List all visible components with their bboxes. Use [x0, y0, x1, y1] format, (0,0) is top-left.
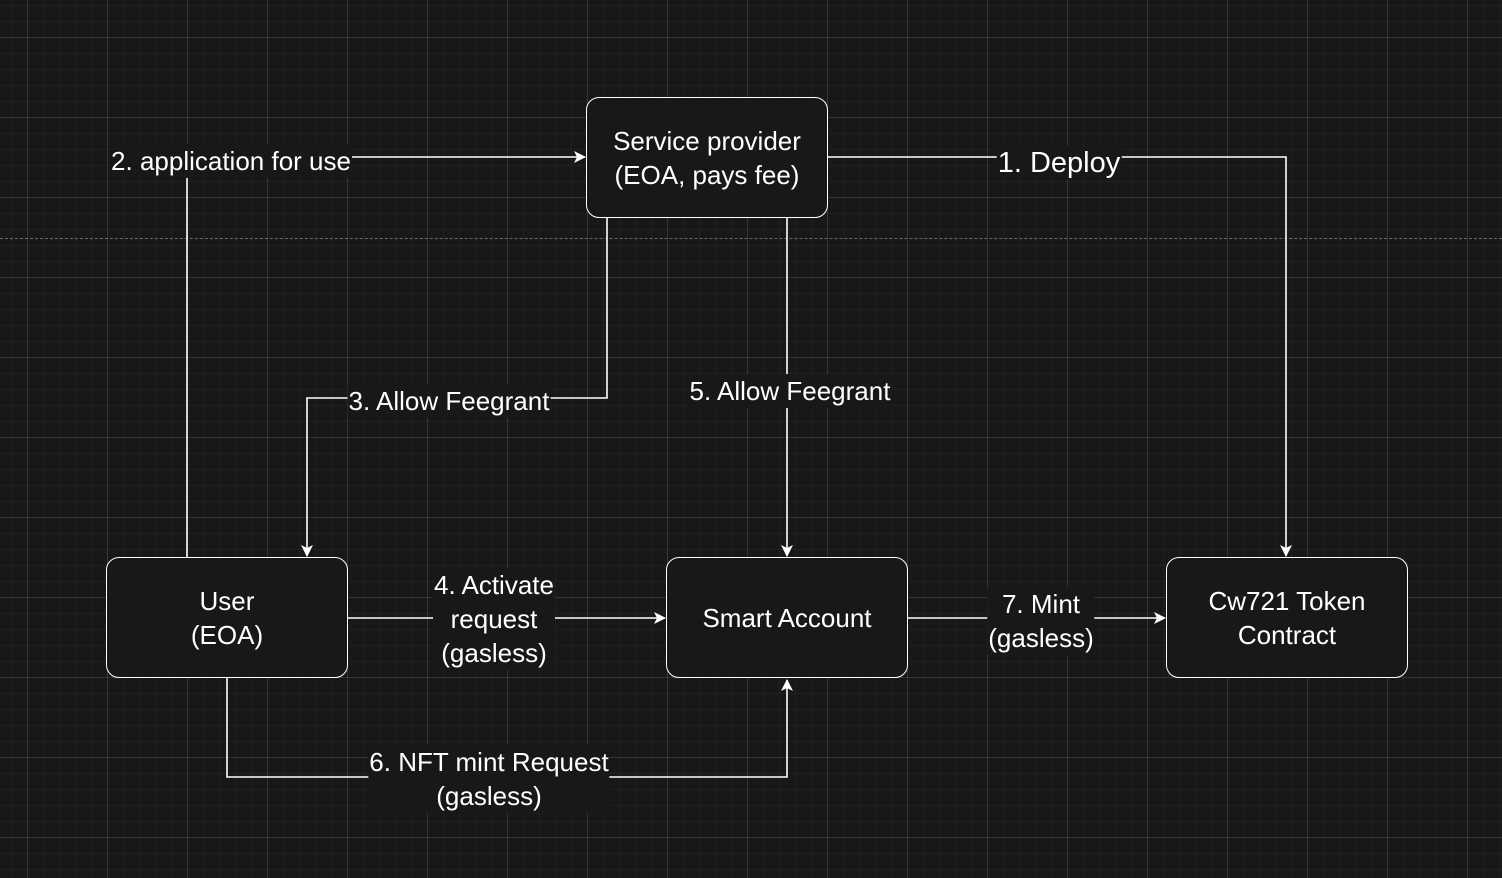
label-allow-feegrant-account: 5. Allow Feegrant: [688, 374, 892, 408]
label-application: 2. application for use: [110, 144, 352, 178]
smart-account-node[interactable]: Smart Account: [666, 557, 908, 678]
edge-application: [186, 151, 586, 557]
user-node[interactable]: User (EOA): [106, 557, 348, 678]
page-break-line: [0, 238, 1502, 239]
label-nft-mint-request: 6. NFT mint Request (gasless): [368, 745, 610, 813]
edge-deploy: [827, 156, 1292, 557]
label-allow-feegrant-user: 3. Allow Feegrant: [347, 384, 551, 418]
label-deploy: 1. Deploy: [996, 146, 1122, 180]
token-contract-node[interactable]: Cw721 Token Contract: [1166, 557, 1408, 678]
service-provider-node[interactable]: Service provider (EOA, pays fee): [586, 97, 828, 218]
label-mint: 7. Mint (gasless): [987, 587, 1095, 655]
label-activate-request: 4. Activate request (gasless): [433, 568, 555, 670]
